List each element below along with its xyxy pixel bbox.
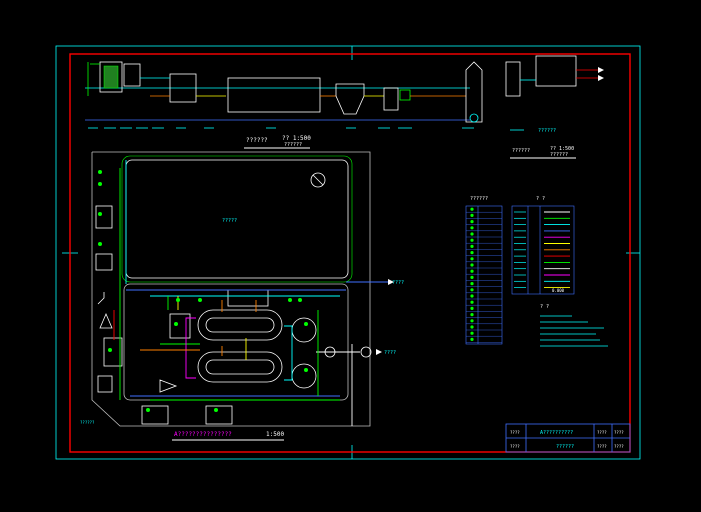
title-cell-1: ???? bbox=[510, 430, 520, 435]
legend-symbol bbox=[470, 257, 474, 261]
guard-house bbox=[95, 205, 113, 229]
legend-symbol bbox=[470, 263, 474, 267]
legend-symbol bbox=[470, 337, 474, 341]
legend-symbol bbox=[470, 288, 474, 292]
sludge-building bbox=[535, 55, 577, 87]
profile-scale: ?? 1:500 bbox=[282, 135, 311, 142]
office-building bbox=[97, 375, 113, 393]
flow-arrows bbox=[376, 67, 604, 355]
screen-well bbox=[103, 65, 119, 89]
notes-title: ? ? bbox=[540, 304, 549, 310]
legend-symbol bbox=[470, 207, 474, 211]
legend-symbol bbox=[470, 251, 474, 255]
title-cell-6: ???? bbox=[614, 444, 624, 449]
outfall-tower bbox=[465, 61, 483, 123]
notes-lines bbox=[540, 315, 608, 347]
profile-subtitle: ?????? bbox=[284, 142, 302, 148]
clarifier-section bbox=[335, 83, 365, 115]
pipe-legend-title: ? ? bbox=[536, 196, 545, 202]
legend-title: ?????? bbox=[470, 196, 488, 202]
lift-pump-house bbox=[169, 73, 197, 103]
title-drawing: ?????? bbox=[556, 444, 574, 450]
pond-north-arrow bbox=[310, 172, 326, 188]
legend-icons bbox=[470, 207, 474, 341]
legend-symbol bbox=[470, 232, 474, 236]
blower-room bbox=[227, 289, 269, 307]
legend-table bbox=[465, 205, 503, 345]
profile-title: ?????? bbox=[246, 137, 268, 144]
process-profile bbox=[85, 55, 598, 123]
outfall-pump bbox=[469, 113, 479, 123]
chemical-house bbox=[205, 405, 233, 425]
legend-symbol bbox=[470, 300, 474, 304]
pool-label: ????? bbox=[222, 218, 237, 224]
dewatering-house bbox=[141, 405, 169, 425]
legend-symbol bbox=[470, 325, 474, 329]
flow-meter bbox=[399, 89, 411, 101]
sludge-pump-house bbox=[169, 313, 191, 339]
site-plan bbox=[91, 151, 372, 427]
outlet-label-2: ???? bbox=[392, 280, 404, 286]
outlet-label: ???? bbox=[384, 350, 396, 356]
outlet-meter bbox=[360, 346, 372, 358]
legend-symbol bbox=[470, 331, 474, 335]
legend-symbol bbox=[470, 226, 474, 230]
legend-symbol bbox=[470, 269, 474, 273]
oxidation-ditch-2 bbox=[197, 351, 283, 383]
legend-symbol bbox=[470, 294, 474, 298]
small-scale: ?? 1:500 bbox=[550, 146, 574, 152]
legend-symbol bbox=[470, 313, 474, 317]
title-cell-4: ???? bbox=[597, 444, 607, 449]
left-label: ?????? bbox=[80, 420, 95, 425]
uv-channel bbox=[383, 87, 399, 111]
clarifier-1 bbox=[291, 317, 317, 343]
title-cell-2: ???? bbox=[510, 444, 520, 449]
plan-title: A??????????????? bbox=[174, 431, 232, 438]
pipe-legend-table bbox=[511, 205, 575, 295]
lift-pump-station bbox=[103, 337, 123, 367]
site-boundary bbox=[91, 151, 371, 427]
sludge-thickener-section bbox=[505, 61, 521, 97]
legend-symbol bbox=[470, 220, 474, 224]
title-cell-5: ???? bbox=[614, 430, 624, 435]
legend-symbol bbox=[470, 213, 474, 217]
small-title: ?????? bbox=[512, 148, 530, 154]
grit-basin bbox=[159, 379, 178, 393]
drawing-frame bbox=[69, 53, 631, 453]
profile-elevation-ticks bbox=[88, 127, 524, 131]
title-block bbox=[505, 423, 631, 453]
legend-symbol bbox=[470, 275, 474, 279]
legend-symbol bbox=[470, 244, 474, 248]
pipe-legend-rows bbox=[514, 211, 570, 289]
small-subtitle: ?????? bbox=[550, 152, 568, 158]
legend-symbol bbox=[470, 238, 474, 242]
oxidation-ditch-section bbox=[227, 77, 321, 113]
legend-symbol bbox=[470, 306, 474, 310]
dose-label: 0.000 bbox=[552, 288, 565, 293]
plan-scale: 1:500 bbox=[266, 431, 284, 438]
oxidation-ditch-1 bbox=[197, 309, 283, 341]
legend-symbol bbox=[470, 282, 474, 286]
screen-chamber bbox=[99, 61, 123, 93]
top-right-label: ?????? bbox=[538, 128, 556, 134]
legend-symbol bbox=[470, 319, 474, 323]
valve-markers bbox=[98, 170, 308, 412]
inlet-well bbox=[99, 312, 113, 329]
legend-rows bbox=[466, 211, 502, 343]
sheet-border bbox=[55, 45, 641, 460]
title-project: A?????????? bbox=[540, 430, 573, 436]
title-cell-3: ???? bbox=[597, 430, 607, 435]
clarifier-2 bbox=[291, 363, 317, 389]
site-pipes bbox=[113, 160, 388, 426]
grit-chamber bbox=[123, 63, 141, 87]
